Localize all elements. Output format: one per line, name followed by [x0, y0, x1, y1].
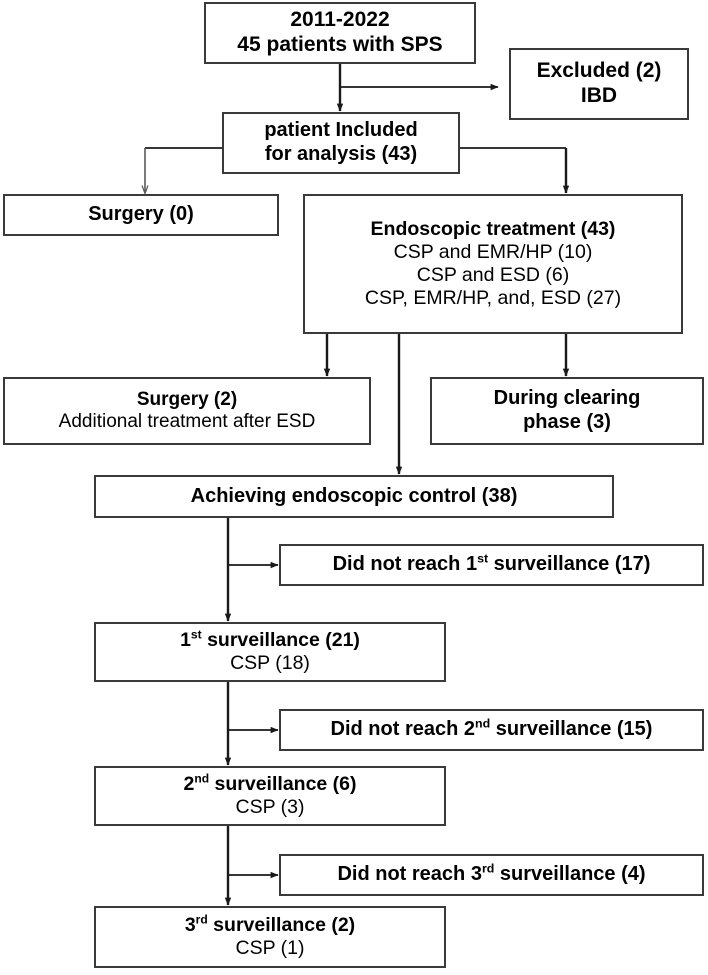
node-no-reach-1st[interactable]: Did not reach 1st surveillance (17) — [279, 544, 704, 586]
node-no-reach-2nd[interactable]: Did not reach 2nd surveillance (15) — [279, 709, 704, 751]
surv-2nd-line1: 2nd surveillance (6) — [183, 771, 357, 795]
surv-2nd-line2: CSP (3) — [235, 796, 305, 818]
node-no-reach-3rd[interactable]: Did not reach 3rd surveillance (4) — [279, 854, 704, 896]
node-surveillance-3rd[interactable]: 3rd surveillance (2) CSP (1) — [94, 906, 446, 968]
node-clearing-phase[interactable]: During clearing phase (3) — [430, 377, 704, 445]
surv-3rd-line2: CSP (1) — [235, 937, 305, 959]
surv-1st-line2: CSP (18) — [230, 652, 310, 674]
node-excluded[interactable]: Excluded (2) IBD — [509, 48, 689, 120]
no-reach-3rd-text: Did not reach 3rd surveillance (4) — [337, 861, 646, 886]
clearing-line1: During clearing — [493, 387, 641, 410]
cohort-line2: 45 patients with SPS — [237, 33, 443, 56]
endo-line3: CSP and ESD (6) — [416, 264, 570, 286]
endo-line4: CSP, EMR/HP, and, ESD (27) — [364, 287, 622, 309]
no-reach-1st-text: Did not reach 1st surveillance (17) — [332, 551, 651, 576]
node-endoscopic-treatment[interactable]: Endoscopic treatment (43) CSP and EMR/HP… — [303, 194, 683, 334]
surgery-two-line1: Surgery (2) — [136, 388, 238, 410]
node-surveillance-1st[interactable]: 1st surveillance (21) CSP (18) — [94, 622, 446, 682]
clearing-line2: phase (3) — [523, 411, 611, 433]
node-surveillance-2nd[interactable]: 2nd surveillance (6) CSP (3) — [94, 766, 446, 826]
excluded-line1: Excluded (2) — [536, 59, 662, 83]
node-surgery-zero[interactable]: Surgery (0) — [3, 194, 279, 236]
node-cohort[interactable]: 2011-2022 45 patients with SPS — [204, 2, 476, 64]
included-line1: patient Included — [264, 119, 418, 142]
included-line2: for analysis (43) — [264, 143, 418, 165]
control-line1: Achieving endoscopic control (38) — [190, 484, 518, 507]
endo-line1: Endoscopic treatment (43) — [370, 218, 616, 240]
endo-line2: CSP and EMR/HP (10) — [393, 241, 593, 263]
node-surgery-two[interactable]: Surgery (2) Additional treatment after E… — [3, 377, 371, 445]
excluded-line2: IBD — [580, 84, 618, 107]
node-included[interactable]: patient Included for analysis (43) — [222, 112, 460, 174]
no-reach-2nd-text: Did not reach 2nd surveillance (15) — [330, 716, 653, 741]
node-endoscopic-control[interactable]: Achieving endoscopic control (38) — [94, 475, 614, 518]
surv-1st-line1: 1st surveillance (21) — [180, 627, 360, 651]
cohort-line1: 2011-2022 — [290, 8, 390, 32]
surgery-zero-line1: Surgery (0) — [88, 203, 194, 226]
surv-3rd-line1: 3rd surveillance (2) — [184, 912, 356, 936]
surgery-two-line2: Additional treatment after ESD — [58, 411, 316, 432]
